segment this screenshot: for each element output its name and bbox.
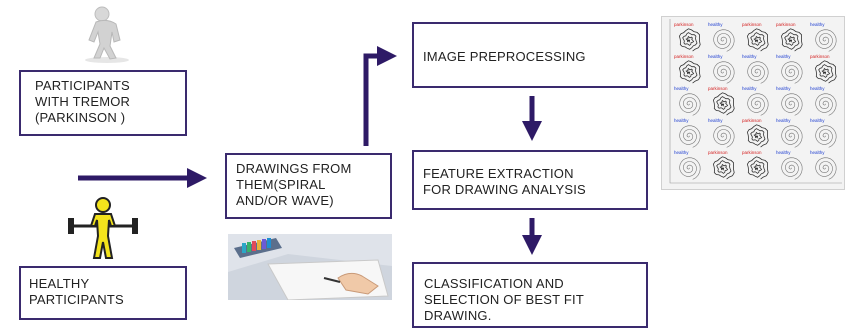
spiral-grid-thumbnail: parkinson healthy parkinson parkinson health… bbox=[661, 16, 845, 190]
thumbnail-cell-label: healthy bbox=[742, 54, 757, 59]
thumbnail-cell-label: healthy bbox=[708, 54, 723, 59]
participants-tremor-box: PARTICIPANTS WITH TREMOR (PARKINSON ) bbox=[19, 70, 187, 136]
thumbnail-cell-label: parkinson bbox=[810, 54, 830, 59]
image-preprocessing-label: IMAGE PREPROCESSING bbox=[423, 49, 586, 64]
thumbnail-cell-label: healthy bbox=[810, 150, 825, 155]
thumbnail-cell-label: parkinson bbox=[708, 86, 728, 91]
thumbnail-cell-label: parkinson bbox=[674, 54, 694, 59]
hand-drawing-photo bbox=[228, 234, 392, 300]
feature-extraction-label: FEATURE EXTRACTION FOR DRAWING ANALYSIS bbox=[423, 166, 586, 197]
thumbnail-cell-label: healthy bbox=[674, 86, 689, 91]
thumbnail-spiral bbox=[712, 156, 735, 180]
thumbnail-cell-label: healthy bbox=[708, 22, 723, 27]
thumbnail-cell-label: healthy bbox=[776, 86, 791, 91]
thumbnail-spiral bbox=[781, 61, 803, 84]
thumbnail-cell-label: healthy bbox=[810, 22, 825, 27]
thumbnail-spiral bbox=[678, 60, 701, 84]
thumbnail-cell-label: healthy bbox=[674, 118, 689, 123]
classification-box: CLASSIFICATION AND SELECTION OF BEST FIT… bbox=[412, 262, 648, 328]
thumbnail-spiral bbox=[814, 60, 837, 84]
thumbnail-spiral bbox=[815, 157, 837, 180]
thumbnail-cell-label: healthy bbox=[810, 118, 825, 123]
thumbnail-cell-label: healthy bbox=[776, 54, 791, 59]
thumbnail-cell-label: parkinson bbox=[776, 22, 796, 27]
thumbnail-cell-label: parkinson bbox=[742, 22, 762, 27]
feature-extraction-box: FEATURE EXTRACTION FOR DRAWING ANALYSIS bbox=[412, 150, 648, 210]
thumbnail-cell-label: healthy bbox=[810, 86, 825, 91]
healthy-participants-box: HEALTHY PARTICIPANTS bbox=[19, 266, 187, 320]
thumbnail-spiral bbox=[746, 28, 769, 52]
thumbnail-cell-label: parkinson bbox=[742, 150, 762, 155]
thumbnail-axes bbox=[669, 19, 842, 184]
healthy-figure-icon bbox=[68, 197, 138, 259]
thumbnail-cell-label: healthy bbox=[674, 150, 689, 155]
thumbnail-spiral bbox=[815, 125, 837, 148]
healthy-participants-label: HEALTHY PARTICIPANTS bbox=[29, 276, 124, 307]
thumbnail-spiral bbox=[780, 28, 803, 52]
thumbnail-cell-label: healthy bbox=[776, 118, 791, 123]
thumbnail-spiral bbox=[678, 28, 701, 52]
thumbnail-cell-label: parkinson bbox=[674, 22, 694, 27]
thumbnail-spiral bbox=[746, 124, 769, 148]
thumbnail-spiral bbox=[815, 93, 837, 116]
thumbnail-cell-label: healthy bbox=[776, 150, 791, 155]
thumbnail-spiral bbox=[781, 93, 803, 116]
tremor-figure-icon bbox=[85, 6, 129, 63]
thumbnail-spiral bbox=[712, 92, 735, 116]
thumbnail-spiral bbox=[815, 29, 837, 52]
thumbnail-cell-label: healthy bbox=[708, 118, 723, 123]
thumbnail-spiral bbox=[713, 29, 735, 52]
drawings-box: DRAWINGS FROM THEM(SPIRAL AND/OR WAVE) bbox=[225, 153, 392, 219]
image-preprocessing-box: IMAGE PREPROCESSING bbox=[412, 22, 648, 88]
thumbnail-spiral bbox=[781, 157, 803, 180]
thumbnail-spiral bbox=[713, 125, 735, 148]
thumbnail-cell-label: parkinson bbox=[708, 150, 728, 155]
arrow-to-preprocessing bbox=[363, 46, 397, 146]
thumbnail-spiral bbox=[747, 93, 769, 116]
drawings-label: DRAWINGS FROM THEM(SPIRAL AND/OR WAVE) bbox=[236, 161, 352, 208]
thumbnail-spiral bbox=[679, 125, 701, 148]
thumbnail-spiral bbox=[679, 157, 701, 180]
classification-label: CLASSIFICATION AND SELECTION OF BEST FIT… bbox=[424, 276, 584, 323]
thumbnail-spiral bbox=[713, 61, 735, 84]
thumbnail-spiral bbox=[747, 61, 769, 84]
participants-tremor-label: PARTICIPANTS WITH TREMOR (PARKINSON ) bbox=[35, 78, 131, 125]
thumbnail-spiral bbox=[746, 156, 769, 180]
thumbnail-cell-label: parkinson bbox=[742, 118, 762, 123]
thumbnail-spiral bbox=[679, 93, 701, 116]
thumbnail-spiral bbox=[781, 125, 803, 148]
thumbnail-cell-label: healthy bbox=[742, 86, 757, 91]
